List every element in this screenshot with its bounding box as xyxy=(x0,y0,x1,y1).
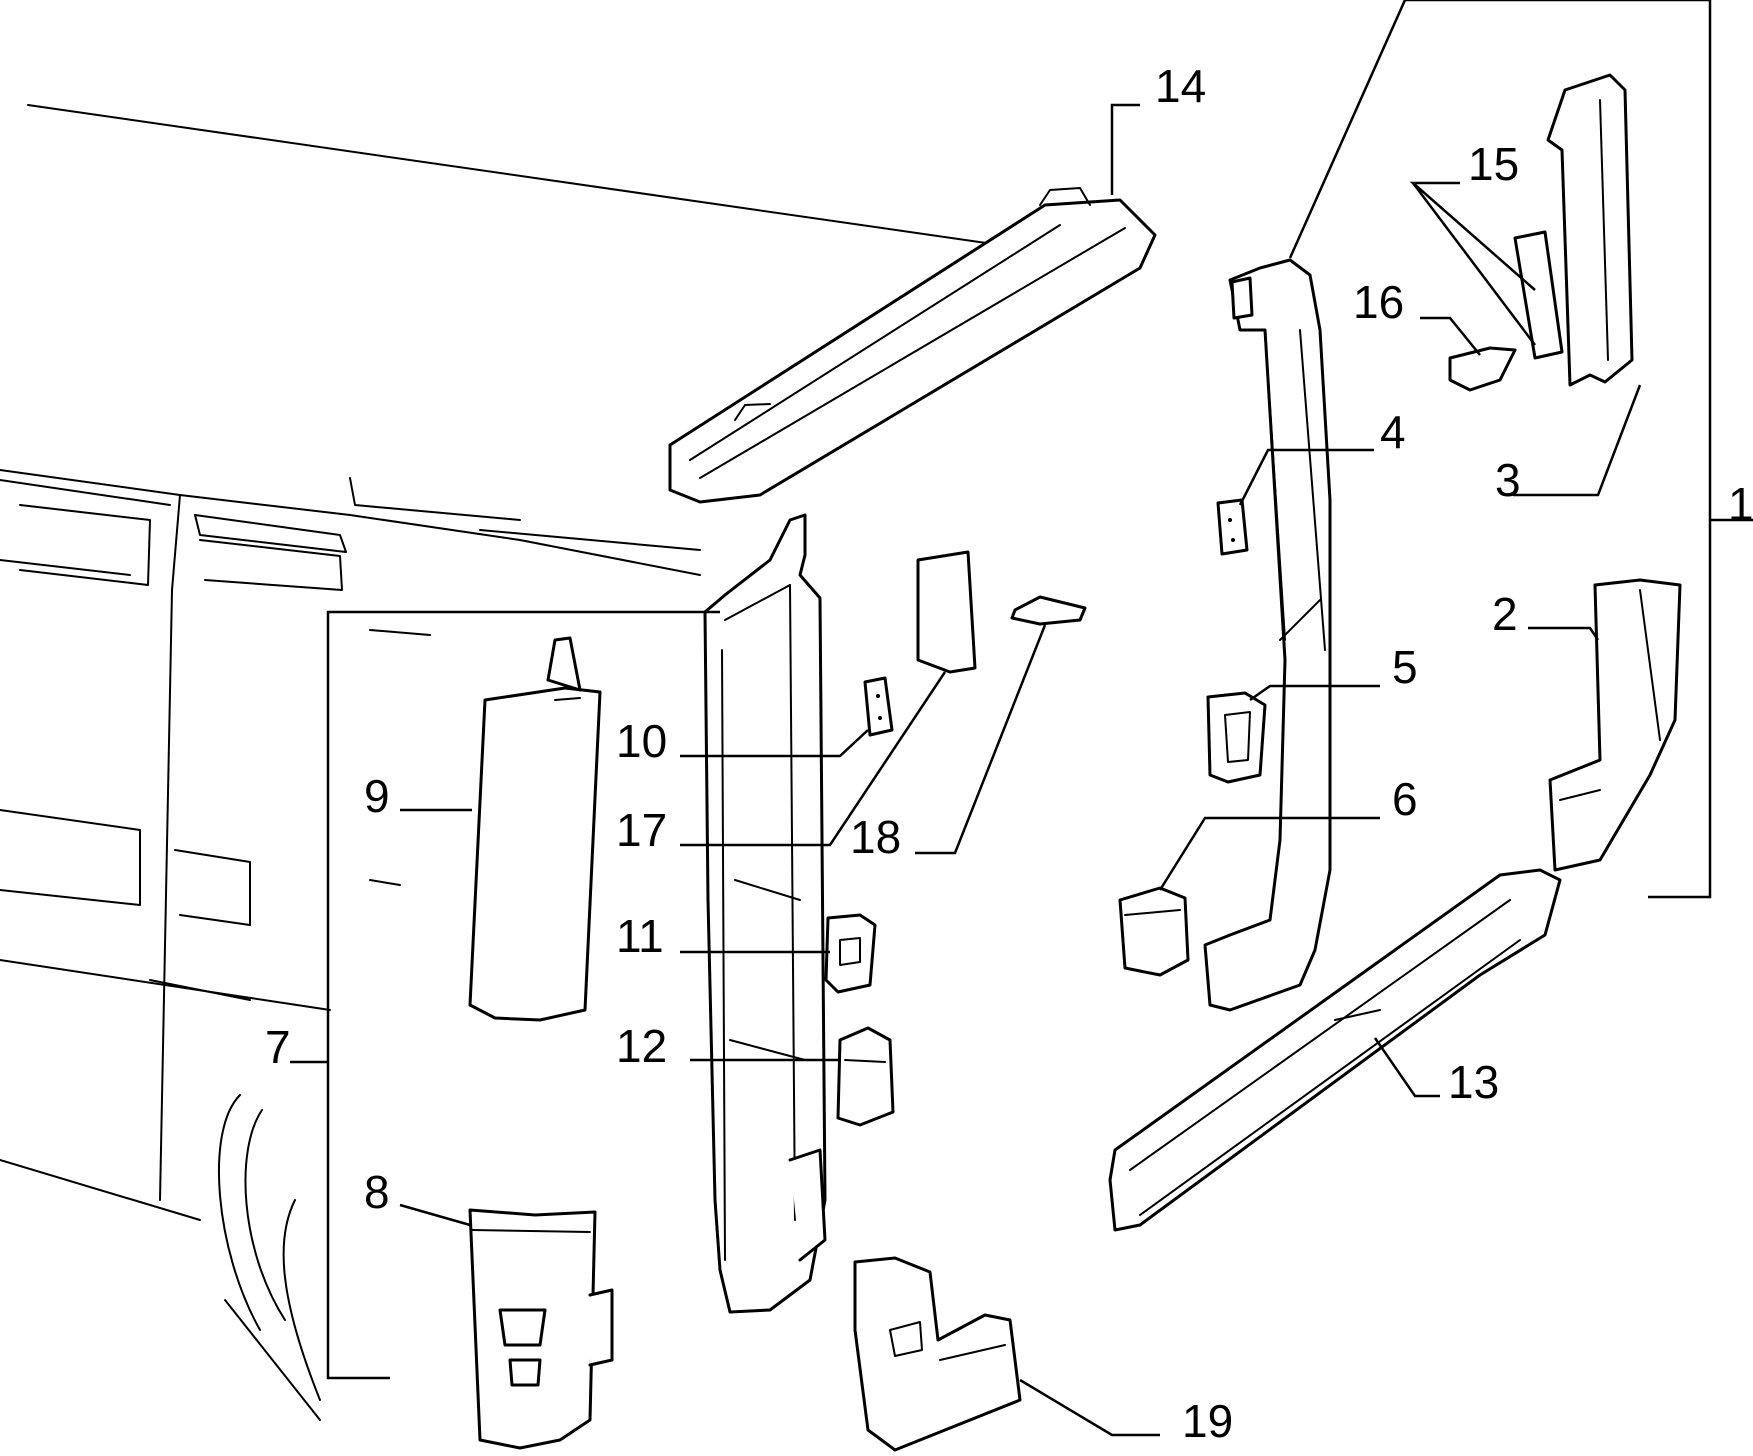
callout-labels: 14 15 16 4 3 1 2 5 6 13 19 7 9 8 10 17 1… xyxy=(265,60,1753,1447)
callout-10: 10 xyxy=(616,715,667,767)
callout-5: 5 xyxy=(1392,641,1418,693)
part-18-clip xyxy=(1010,595,1087,626)
callout-8: 8 xyxy=(364,1166,390,1218)
vehicle-body-outline xyxy=(0,104,1001,1421)
part-16-clip xyxy=(1448,346,1517,392)
callout-9: 9 xyxy=(364,770,390,822)
part-4-plate xyxy=(1216,498,1249,556)
part-10-pad xyxy=(863,676,894,737)
callout-18: 18 xyxy=(850,811,901,863)
part-5-bracket xyxy=(1206,691,1267,784)
part-12-block xyxy=(836,1026,895,1127)
callout-3: 3 xyxy=(1495,454,1521,506)
part-3-upper-rear-trim xyxy=(1546,73,1634,387)
part-15-strip xyxy=(1513,230,1564,360)
callout-2: 2 xyxy=(1492,588,1518,640)
part-13-sill xyxy=(1108,868,1562,1232)
callout-12: 12 xyxy=(616,1020,667,1072)
callout-13: 13 xyxy=(1448,1056,1499,1108)
callout-17: 17 xyxy=(616,804,667,856)
callout-1: 1 xyxy=(1728,478,1753,530)
part-11-bracket xyxy=(824,913,877,994)
part-19-corner-bracket xyxy=(853,1256,1022,1452)
callout-15: 15 xyxy=(1468,138,1519,190)
callout-14: 14 xyxy=(1155,60,1206,112)
callout-11: 11 xyxy=(616,910,664,962)
callout-16: 16 xyxy=(1353,276,1404,328)
part-7-b-pillar xyxy=(703,513,827,1314)
part-8-lower-pillar-trim xyxy=(468,1208,614,1450)
leader-lines xyxy=(290,0,1753,1437)
callout-6: 6 xyxy=(1392,773,1418,825)
callout-7: 7 xyxy=(265,1021,291,1073)
part-9-upper-pillar-trim xyxy=(468,636,602,1022)
part-1-rear-pillar xyxy=(1203,258,1332,1012)
callout-19: 19 xyxy=(1182,1395,1233,1447)
part-17-pillar-cover xyxy=(916,550,977,674)
part-6-block xyxy=(1118,886,1190,977)
callout-4: 4 xyxy=(1380,406,1406,458)
part-14-roof-rail xyxy=(668,187,1157,504)
part-2-lower-rear-trim xyxy=(1548,578,1682,872)
